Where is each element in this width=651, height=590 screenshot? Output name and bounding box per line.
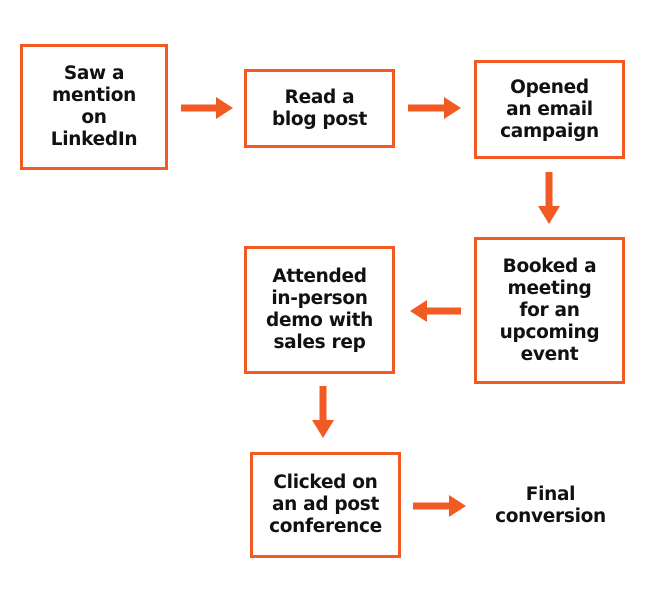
arrow-down-icon: [312, 386, 334, 438]
arrow-left-icon: [410, 300, 461, 322]
arrow-right-icon: [413, 495, 466, 517]
arrow-right-icon: [181, 97, 233, 119]
arrow-down-icon: [538, 172, 560, 224]
arrow-right-icon: [408, 97, 461, 119]
